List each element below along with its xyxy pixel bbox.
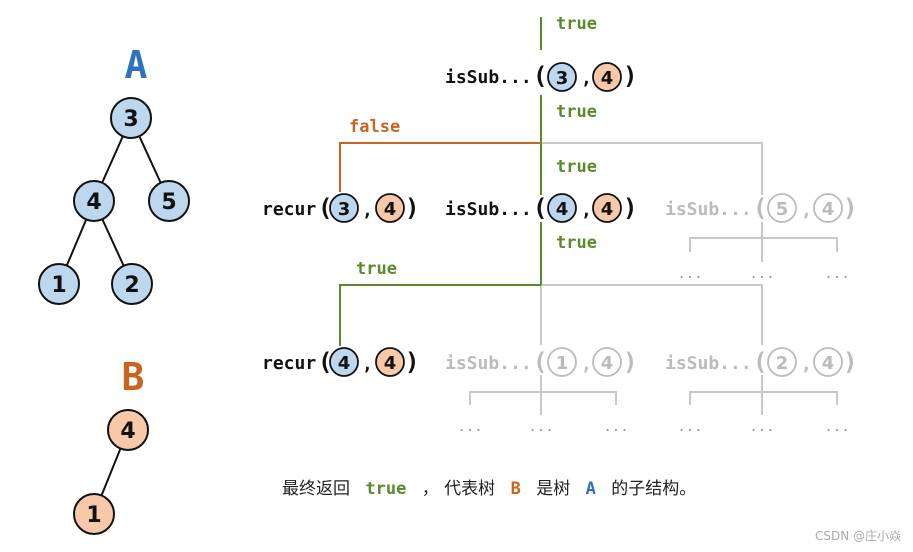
svg-text:4: 4	[822, 353, 835, 374]
ellipsis: ...	[824, 419, 849, 435]
svg-text:2: 2	[124, 273, 139, 298]
label-false: false	[349, 117, 400, 137]
svg-text:5: 5	[776, 199, 789, 220]
svg-text:isSub...: isSub...	[445, 353, 532, 374]
caption-prefix: 最终返回	[282, 479, 350, 499]
svg-text:(: (	[533, 348, 547, 376]
svg-text:(: (	[533, 62, 547, 90]
svg-text:4: 4	[338, 353, 351, 374]
call-issub-4-4: isSub... ( 4 , 4 )	[445, 193, 637, 223]
ellipsis: ...	[603, 419, 628, 435]
ellipsis: ...	[677, 419, 702, 435]
ellipsis-markers: ... ... ... ... ... ... ... ... ...	[457, 266, 849, 435]
svg-text:4: 4	[86, 190, 101, 215]
svg-text:1: 1	[51, 273, 66, 298]
ellipsis: ...	[749, 419, 774, 435]
svg-text:4: 4	[601, 199, 614, 220]
svg-text:(: (	[533, 194, 547, 222]
svg-text:): )	[843, 194, 857, 222]
caption-suffix: 的子结构。	[611, 479, 697, 499]
svg-text:,: ,	[362, 354, 373, 375]
svg-text:3: 3	[338, 199, 351, 220]
ellipsis: ...	[749, 266, 774, 282]
label-true-recur: true	[356, 259, 397, 279]
svg-text:recur: recur	[262, 199, 316, 220]
caption-mid2: 是树	[536, 479, 571, 499]
call-recur-3-4: recur ( 3 , 4 )	[262, 193, 419, 223]
svg-text:,: ,	[581, 354, 592, 375]
svg-text:(: (	[753, 194, 767, 222]
caption-tree-b: B	[510, 479, 521, 499]
caption-mid: 代表树	[444, 479, 496, 499]
svg-text:isSub...: isSub...	[445, 199, 532, 220]
svg-text:4: 4	[120, 419, 135, 444]
label-true-lvl1-down: true	[556, 233, 597, 253]
tree-a-node-4: 4	[73, 180, 115, 222]
svg-text:,: ,	[801, 200, 812, 221]
tree-b-title: B	[122, 355, 145, 399]
tree-a-node-3: 3	[110, 97, 152, 139]
svg-text:,: ,	[581, 200, 592, 221]
svg-text:): )	[623, 348, 637, 376]
svg-text:1: 1	[86, 503, 101, 528]
svg-text:4: 4	[384, 199, 397, 220]
svg-text:): )	[623, 194, 637, 222]
svg-text:4: 4	[822, 199, 835, 220]
svg-text:(: (	[318, 194, 332, 222]
tree-b-node-1: 1	[73, 493, 115, 535]
svg-text:,: ,	[801, 354, 812, 375]
tree-a-node-2: 2	[111, 263, 153, 305]
caption-tree-a: A	[585, 479, 596, 499]
svg-text:3: 3	[556, 68, 569, 89]
ellipsis: ...	[824, 266, 849, 282]
svg-text:isSub...: isSub...	[665, 353, 752, 374]
call-issub-2-4: isSub... ( 2 , 4 )	[665, 347, 857, 377]
conclusion-caption: 最终返回 true ， 代表树 B 是树 A 的子结构。	[282, 474, 696, 499]
tree-a-title: A	[125, 43, 148, 87]
svg-text:,: ,	[362, 200, 373, 221]
svg-text:): )	[405, 348, 419, 376]
svg-text:recur: recur	[262, 353, 316, 374]
call-issub-5-4: isSub... ( 5 , 4 )	[665, 193, 857, 223]
caption-comma: ，	[421, 479, 439, 499]
svg-text:isSub...: isSub...	[665, 199, 752, 220]
svg-text:isSub...: isSub...	[445, 67, 532, 88]
svg-text:4: 4	[601, 68, 614, 89]
call-root: isSub... ( 3 , 4 )	[445, 62, 637, 92]
svg-text:4: 4	[384, 353, 397, 374]
svg-text:5: 5	[161, 190, 176, 215]
svg-text:4: 4	[556, 199, 569, 220]
label-true-root: true	[556, 102, 597, 122]
watermark: CSDN @庄小焱	[814, 529, 901, 543]
tree-a-node-1: 1	[38, 263, 80, 305]
svg-text:4: 4	[601, 353, 614, 374]
label-true-lvl1: true	[556, 157, 597, 177]
svg-text:): )	[843, 348, 857, 376]
svg-text:): )	[623, 62, 637, 90]
active-branches	[339, 17, 542, 346]
tree-b-node-4: 4	[107, 409, 149, 451]
result-labels: true true false true true true	[349, 14, 597, 279]
caption-true: true	[365, 479, 407, 499]
svg-text:2: 2	[776, 353, 789, 374]
tree-a-node-5: 5	[148, 180, 190, 222]
ellipsis: ...	[677, 266, 702, 282]
svg-text:1: 1	[556, 353, 569, 374]
svg-text:(: (	[753, 348, 767, 376]
label-true-top: true	[556, 14, 597, 34]
svg-text:,: ,	[581, 68, 592, 89]
call-issub-1-4: isSub... ( 1 , 4 )	[445, 347, 637, 377]
svg-text:(: (	[318, 348, 332, 376]
ellipsis: ...	[457, 419, 482, 435]
call-recur-4-4: recur ( 4 , 4 )	[262, 347, 419, 377]
inactive-branches	[469, 142, 838, 415]
svg-text:): )	[405, 194, 419, 222]
svg-text:3: 3	[123, 107, 138, 132]
ellipsis: ...	[528, 419, 553, 435]
